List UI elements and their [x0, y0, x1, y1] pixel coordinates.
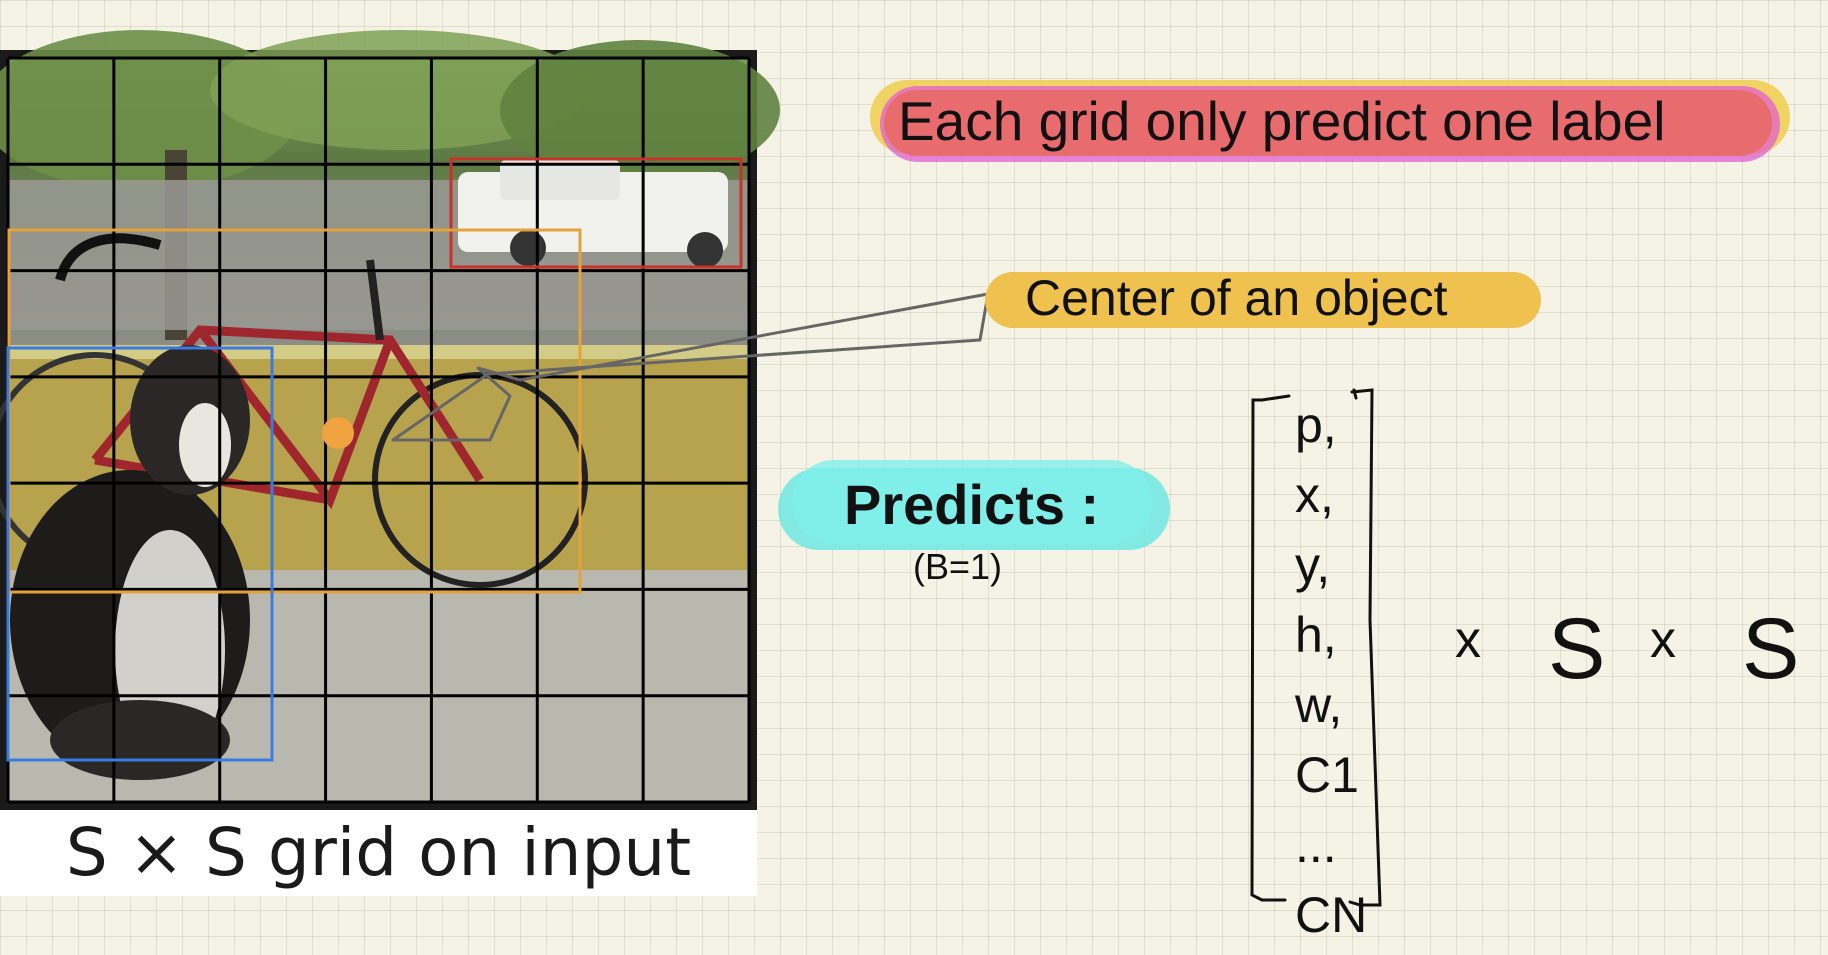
dimension-s-1: S [1548, 601, 1606, 697]
vector-item: C1 [1295, 747, 1359, 803]
vector-item: x, [1295, 467, 1334, 523]
vector-item: p, [1295, 397, 1337, 453]
vector-bracket [1250, 388, 1382, 907]
title-note: Each grid only predict one label [898, 90, 1666, 152]
multiply-sign-1: x [1455, 611, 1481, 669]
object-center-dot [322, 417, 354, 449]
photo-caption: S × S grid on input [0, 810, 757, 896]
predicts-label: Predicts : [844, 473, 1100, 536]
dog-bounding-box [6, 346, 274, 762]
vector-item: CN [1295, 887, 1368, 943]
center-note: Center of an object [1025, 270, 1448, 326]
truck-shape [458, 160, 728, 268]
vector-item: ... [1295, 817, 1337, 873]
predicts-sub-label: (B=1) [913, 546, 1003, 587]
prediction-vector: p, x, y, h, w, C1 ... CN [1295, 390, 1367, 950]
predicts-highlight [778, 460, 1170, 550]
input-photo [0, 30, 780, 810]
callout-arrow [391, 292, 990, 442]
dimension-s-2: S [1742, 601, 1800, 697]
truck-bounding-box [449, 157, 743, 269]
multiply-sign-2: x [1650, 611, 1676, 669]
vector-item: w, [1295, 677, 1343, 733]
title-highlight [870, 80, 1790, 162]
vector-item: y, [1295, 537, 1331, 593]
sxs-grid [6, 56, 751, 804]
vector-item: h, [1295, 607, 1337, 663]
center-highlight [985, 272, 1541, 328]
